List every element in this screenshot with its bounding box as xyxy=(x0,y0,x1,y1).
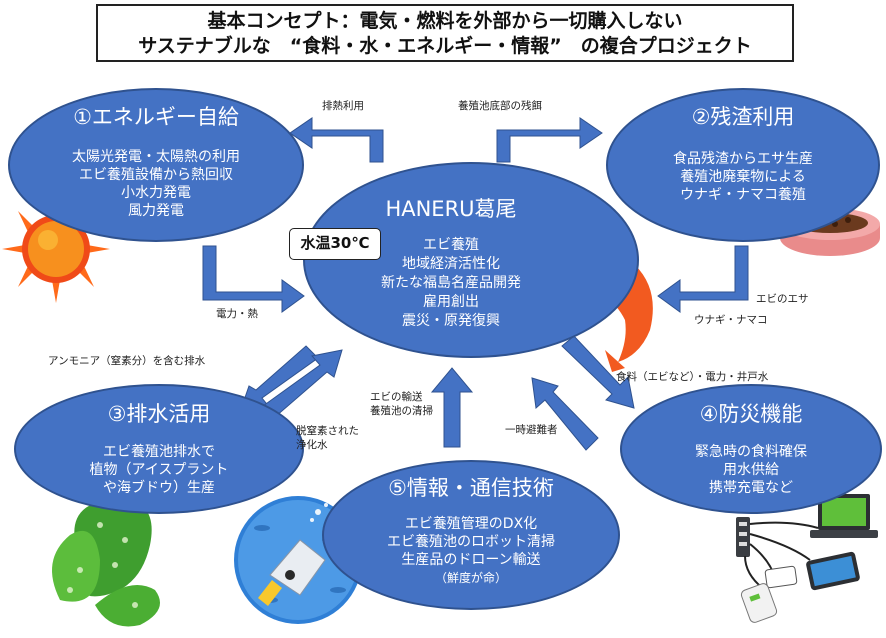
center-title: HANERU葛尾 xyxy=(385,197,517,221)
list-item: 風力発電 xyxy=(128,203,184,219)
node-energy-title: ①エネルギー自給 xyxy=(73,105,239,129)
node-wastewater xyxy=(14,384,304,514)
node-residue xyxy=(606,88,880,242)
node-disaster xyxy=(620,384,882,514)
list-item: 養殖池廃棄物による xyxy=(680,169,806,185)
node-energy xyxy=(8,88,304,242)
list-item: ウナギ・ナマコ養殖 xyxy=(680,187,806,203)
sun-icon xyxy=(2,195,110,303)
arrow-evacuation xyxy=(531,377,599,451)
node-residue-title: ②残渣利用 xyxy=(691,105,795,129)
list-item: 食品残渣からエサ生産 xyxy=(673,151,813,167)
node-energy-items: 太陽光発電・太陽熱の利用 エビ養殖設備から熱回収 小水力発電 風力発電 xyxy=(8,148,304,220)
arrow-info-up xyxy=(430,367,474,448)
concept-title-box: 基本コンセプト：電気・燃料を外部から一切購入しない サステナブルな “食料・水・… xyxy=(96,4,794,62)
label-denitrified: 脱窒素された 浄化水 xyxy=(296,425,359,451)
arrow-pond-residue xyxy=(496,117,603,163)
label-ammonia: アンモニア（窒素分）を含む排水 xyxy=(48,355,206,367)
node-disaster-title: ④防災機能 xyxy=(699,402,803,426)
list-item: や海ブドウ）生産 xyxy=(103,480,215,496)
arrow-waste-heat xyxy=(289,117,384,163)
list-item: 植物（アイスプラント xyxy=(89,462,229,478)
node-wastewater-items: エビ養殖池排水で 植物（アイスプラント や海ブドウ）生産 xyxy=(14,443,304,497)
label-transport: エビの輸送 養殖池の清掃 xyxy=(370,391,433,417)
concept-title-line2: サステナブルな “食料・水・エネルギー・情報” の複合プロジェクト xyxy=(138,35,752,57)
arrow-power-heat xyxy=(202,245,305,313)
charging-devices-icon xyxy=(736,494,878,623)
list-item: エビ養殖池のロボット清掃 xyxy=(387,534,555,550)
label-supply: 食料（エビなど）・電力・井戸水 xyxy=(616,371,769,383)
label-evacuation: 一時避難者 xyxy=(505,424,558,436)
label-waste-heat: 排熱利用 xyxy=(322,100,364,112)
list-item: 雇用創出 xyxy=(423,294,479,310)
list-item: 地域経済活性化 xyxy=(402,256,500,272)
list-item: 新たな福島名産品開発 xyxy=(381,275,521,291)
node-center xyxy=(303,162,639,358)
node-disaster-items: 緊急時の食料確保 用水供給 携帯充電など xyxy=(620,443,882,497)
list-item: 緊急時の食料確保 xyxy=(695,444,807,460)
list-item: 携帯充電など xyxy=(709,480,793,496)
node-info-title: ⑤情報・通信技術 xyxy=(388,476,554,500)
center-items: エビ養殖 地域経済活性化 新たな福島名産品開発 雇用創出 震災・原発復興 xyxy=(331,236,571,331)
label-power-heat: 電力・熱 xyxy=(216,308,258,320)
list-item: （鮮度が命） xyxy=(434,571,507,585)
list-item: エビ養殖管理のDX化 xyxy=(404,516,538,532)
node-residue-items: 食品残渣からエサ生産 養殖池廃棄物による ウナギ・ナマコ養殖 xyxy=(606,150,880,204)
list-item: エビ養殖 xyxy=(423,237,479,253)
arrow-denitrified xyxy=(262,349,343,418)
list-item: エビ養殖池排水で xyxy=(103,444,215,460)
node-info-items: エビ養殖管理のDX化 エビ養殖池のロボット清掃 生産品のドローン輸送 （鮮度が命… xyxy=(322,515,620,587)
label-pond-residue: 養殖池底部の残餌 xyxy=(458,100,542,112)
node-info xyxy=(322,460,620,610)
list-item: 小水力発電 xyxy=(121,185,191,201)
label-shrimp-feed: エビのエサ xyxy=(756,293,809,305)
arrow-supply xyxy=(561,335,635,409)
list-item: 生産品のドローン輸送 xyxy=(401,552,541,568)
arrow-feed xyxy=(657,245,749,313)
list-item: 震災・原発復興 xyxy=(402,313,500,329)
concept-title-line1: 基本コンセプト：電気・燃料を外部から一切購入しない xyxy=(207,10,683,32)
water-temperature-badge: 水温30℃ xyxy=(289,228,381,260)
node-wastewater-title: ③排水活用 xyxy=(107,402,211,426)
list-item: 太陽光発電・太陽熱の利用 xyxy=(72,149,240,165)
label-eel-seacucumber: ウナギ・ナマコ xyxy=(694,314,768,326)
list-item: エビ養殖設備から熱回収 xyxy=(79,167,233,183)
list-item: 用水供給 xyxy=(723,462,779,478)
plant-icon xyxy=(52,499,160,627)
